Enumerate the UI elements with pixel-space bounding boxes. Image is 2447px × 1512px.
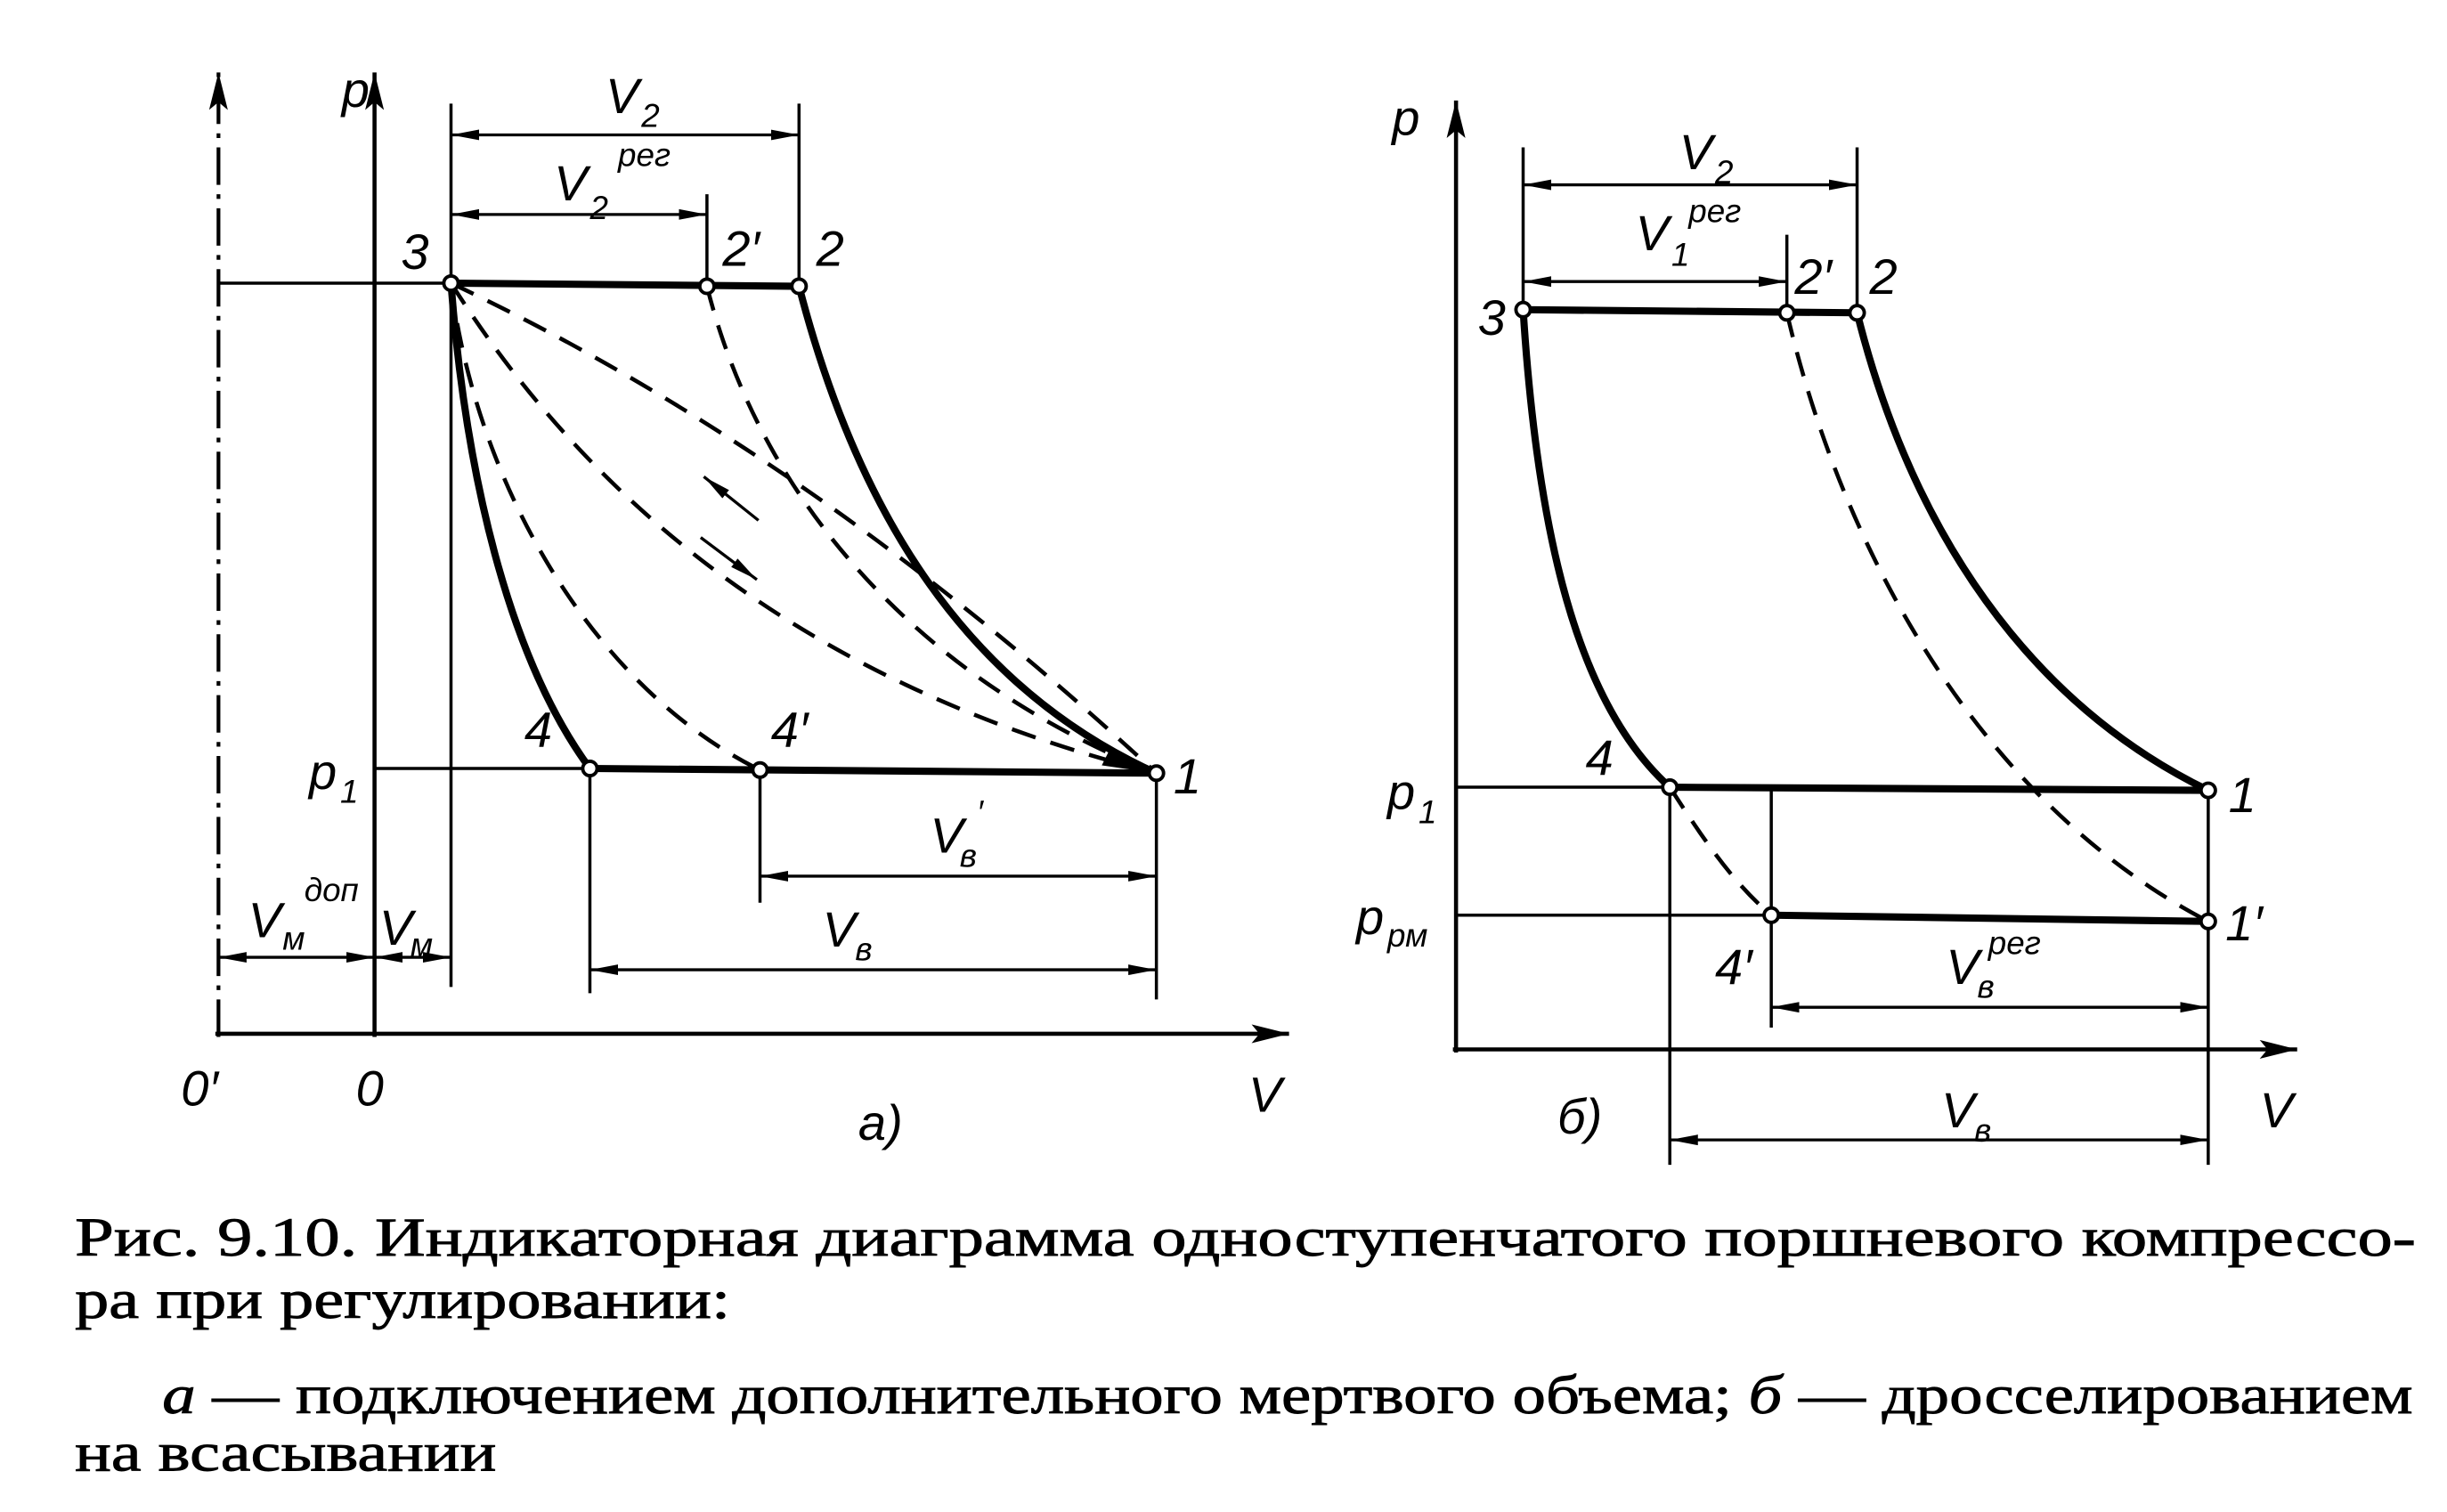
pressure-axis-label: p: [340, 61, 370, 118]
caption-title-part-1: Индикаторная диаграмма одноступенчатого …: [357, 1207, 2416, 1268]
caption-item-b-text: — дросселированием: [1782, 1365, 2412, 1426]
v2-reg-label-base: V: [554, 155, 591, 211]
point-4-prime-marker: [1762, 906, 1781, 924]
v2-label-base: V: [606, 68, 643, 124]
vv-prime-label-sup: ′: [977, 793, 984, 830]
point-2-prime-marker: [1777, 304, 1796, 322]
vm-label-sub: м: [411, 926, 433, 963]
throttled-suction-line-4-prime-1-prime: [1768, 911, 2212, 925]
caption-line-3: а — подключением дополнительного мертвог…: [162, 1365, 2412, 1426]
caption-line-2: ра при регулировании:: [75, 1270, 730, 1330]
caption-item-a-marker: а: [162, 1365, 195, 1426]
compression-curve-1-2: [1853, 309, 2212, 794]
point-1-marker: [2199, 781, 2217, 800]
expansion-curve-4-4-prime: [1668, 785, 1773, 917]
point-1-prime-label: 1′: [2225, 895, 2264, 951]
v2-label-sub: 2: [640, 98, 659, 134]
expansion-curve-3-4-prime: [449, 282, 761, 772]
volume-axis-label: V: [1248, 1067, 1286, 1123]
vv-label-sub: в: [1974, 1112, 1991, 1149]
convergence-wedge-point-1: [1102, 746, 1157, 774]
origin-label: 0: [356, 1061, 384, 1117]
vv-reg-label-sup: рег: [1988, 925, 2041, 962]
discharge-line-3-2: [447, 279, 803, 290]
caption-line-1: Рис. 9.10. Индикаторная диаграмма одност…: [75, 1207, 2416, 1268]
p1-label-base: p: [307, 744, 337, 800]
discharge-line-3-2: [1519, 305, 1861, 317]
vm-dop-label-base: V: [248, 891, 286, 947]
panel-a-label: а): [858, 1094, 903, 1150]
point-4-marker: [1661, 778, 1679, 797]
v2-reg-label-sub: 2: [589, 190, 607, 226]
caption-item-a-text: — подключением дополнительного мертвого …: [196, 1365, 1749, 1426]
point-2-label: 2: [1869, 248, 1898, 305]
point-2-marker: [1848, 304, 1866, 322]
point-3-marker: [442, 273, 460, 292]
vv-label-sub: в: [855, 931, 872, 968]
point-4-label: 4: [1586, 729, 1614, 785]
dead-volume-curve-lower: [449, 281, 1158, 776]
vm-dop-label-sup: доп: [305, 872, 359, 908]
direction-arrow-up-left: [703, 475, 760, 522]
point-2-prime-label: 2′: [1793, 248, 1833, 305]
vm-label-base: V: [379, 899, 417, 955]
diagram-a: p V 0 0′ а) 3 2′ 2 4 4′ 1 p 1 V 2 V 2 ре…: [181, 61, 1289, 1150]
p1-label-sub: 1: [340, 774, 358, 810]
compression-curve-1-prime-2-prime: [1784, 312, 2209, 923]
p-rm-label-sub: рм: [1386, 917, 1427, 954]
p-rm-label-base: p: [1354, 889, 1384, 945]
direction-arrow-down-right: [699, 536, 758, 581]
suction-line-4-1: [1666, 784, 2212, 794]
point-2-prime-label: 2′: [721, 221, 761, 277]
point-1-marker: [1147, 764, 1166, 783]
v1-reg-label-base: V: [1636, 205, 1673, 261]
caption-item-b-marker: б: [1749, 1365, 1784, 1426]
v1-reg-label-sub: 1: [1671, 237, 1689, 273]
p1-label-base: p: [1386, 764, 1415, 820]
figure-caption: Рис. 9.10. Индикаторная диаграмма одност…: [75, 1207, 2417, 1484]
vv-reg-label-base: V: [1946, 939, 1983, 995]
vm-dop-label-sub: м: [282, 920, 305, 956]
point-3-marker: [1514, 300, 1532, 319]
dead-volume-curve-upper: [450, 280, 1158, 775]
origin-prime-label: 0′: [181, 1061, 220, 1117]
v2-reg-label-sup: рег: [617, 137, 671, 174]
v1-reg-label-sup: рег: [1687, 193, 1741, 230]
compression-curve-1-2-prime: [704, 285, 1158, 776]
point-3-label: 3: [1478, 289, 1506, 345]
caption-figure-number: Рис. 9.10.: [75, 1207, 357, 1268]
point-4-marker: [581, 760, 599, 778]
vv-reg-label-sub: в: [1977, 969, 1994, 1005]
point-3-label: 3: [401, 224, 428, 280]
point-2-marker: [790, 277, 809, 296]
point-2-prime-marker: [697, 277, 716, 296]
v2-label-base: V: [1679, 124, 1717, 180]
point-1-label: 1: [2229, 767, 2256, 823]
v2-label-sub: 2: [1714, 154, 1733, 191]
point-4-prime-label: 4′: [1715, 939, 1754, 995]
compression-curve-1-2: [795, 282, 1160, 777]
point-1-prime-marker: [2199, 912, 2217, 931]
point-2-label: 2: [816, 221, 844, 277]
diagram-b: p V б) 3 2′ 2 4 1 4′ 1′ p 1 p рм V 2 V 1…: [1354, 89, 2297, 1166]
point-4-prime-label: 4′: [771, 701, 810, 757]
vv-prime-label-base: V: [931, 808, 968, 864]
caption-line-4: на всасывании: [75, 1423, 496, 1484]
panel-b-label: б): [1557, 1088, 1602, 1144]
p1-label-sub: 1: [1419, 793, 1436, 830]
volume-axis-label: V: [2260, 1082, 2297, 1138]
point-4-label: 4: [524, 701, 552, 757]
vv-prime-label-sub: в: [960, 837, 977, 874]
vv-label-base: V: [1941, 1082, 1979, 1138]
vv-label-base: V: [823, 901, 860, 957]
expansion-curve-3-4: [1519, 305, 1674, 792]
pressure-axis-label: p: [1390, 89, 1419, 145]
suction-line-4-1: [586, 764, 1160, 777]
point-4-prime-marker: [751, 760, 769, 779]
point-1-label: 1: [1174, 748, 1201, 804]
expansion-curve-3-4: [447, 279, 594, 773]
